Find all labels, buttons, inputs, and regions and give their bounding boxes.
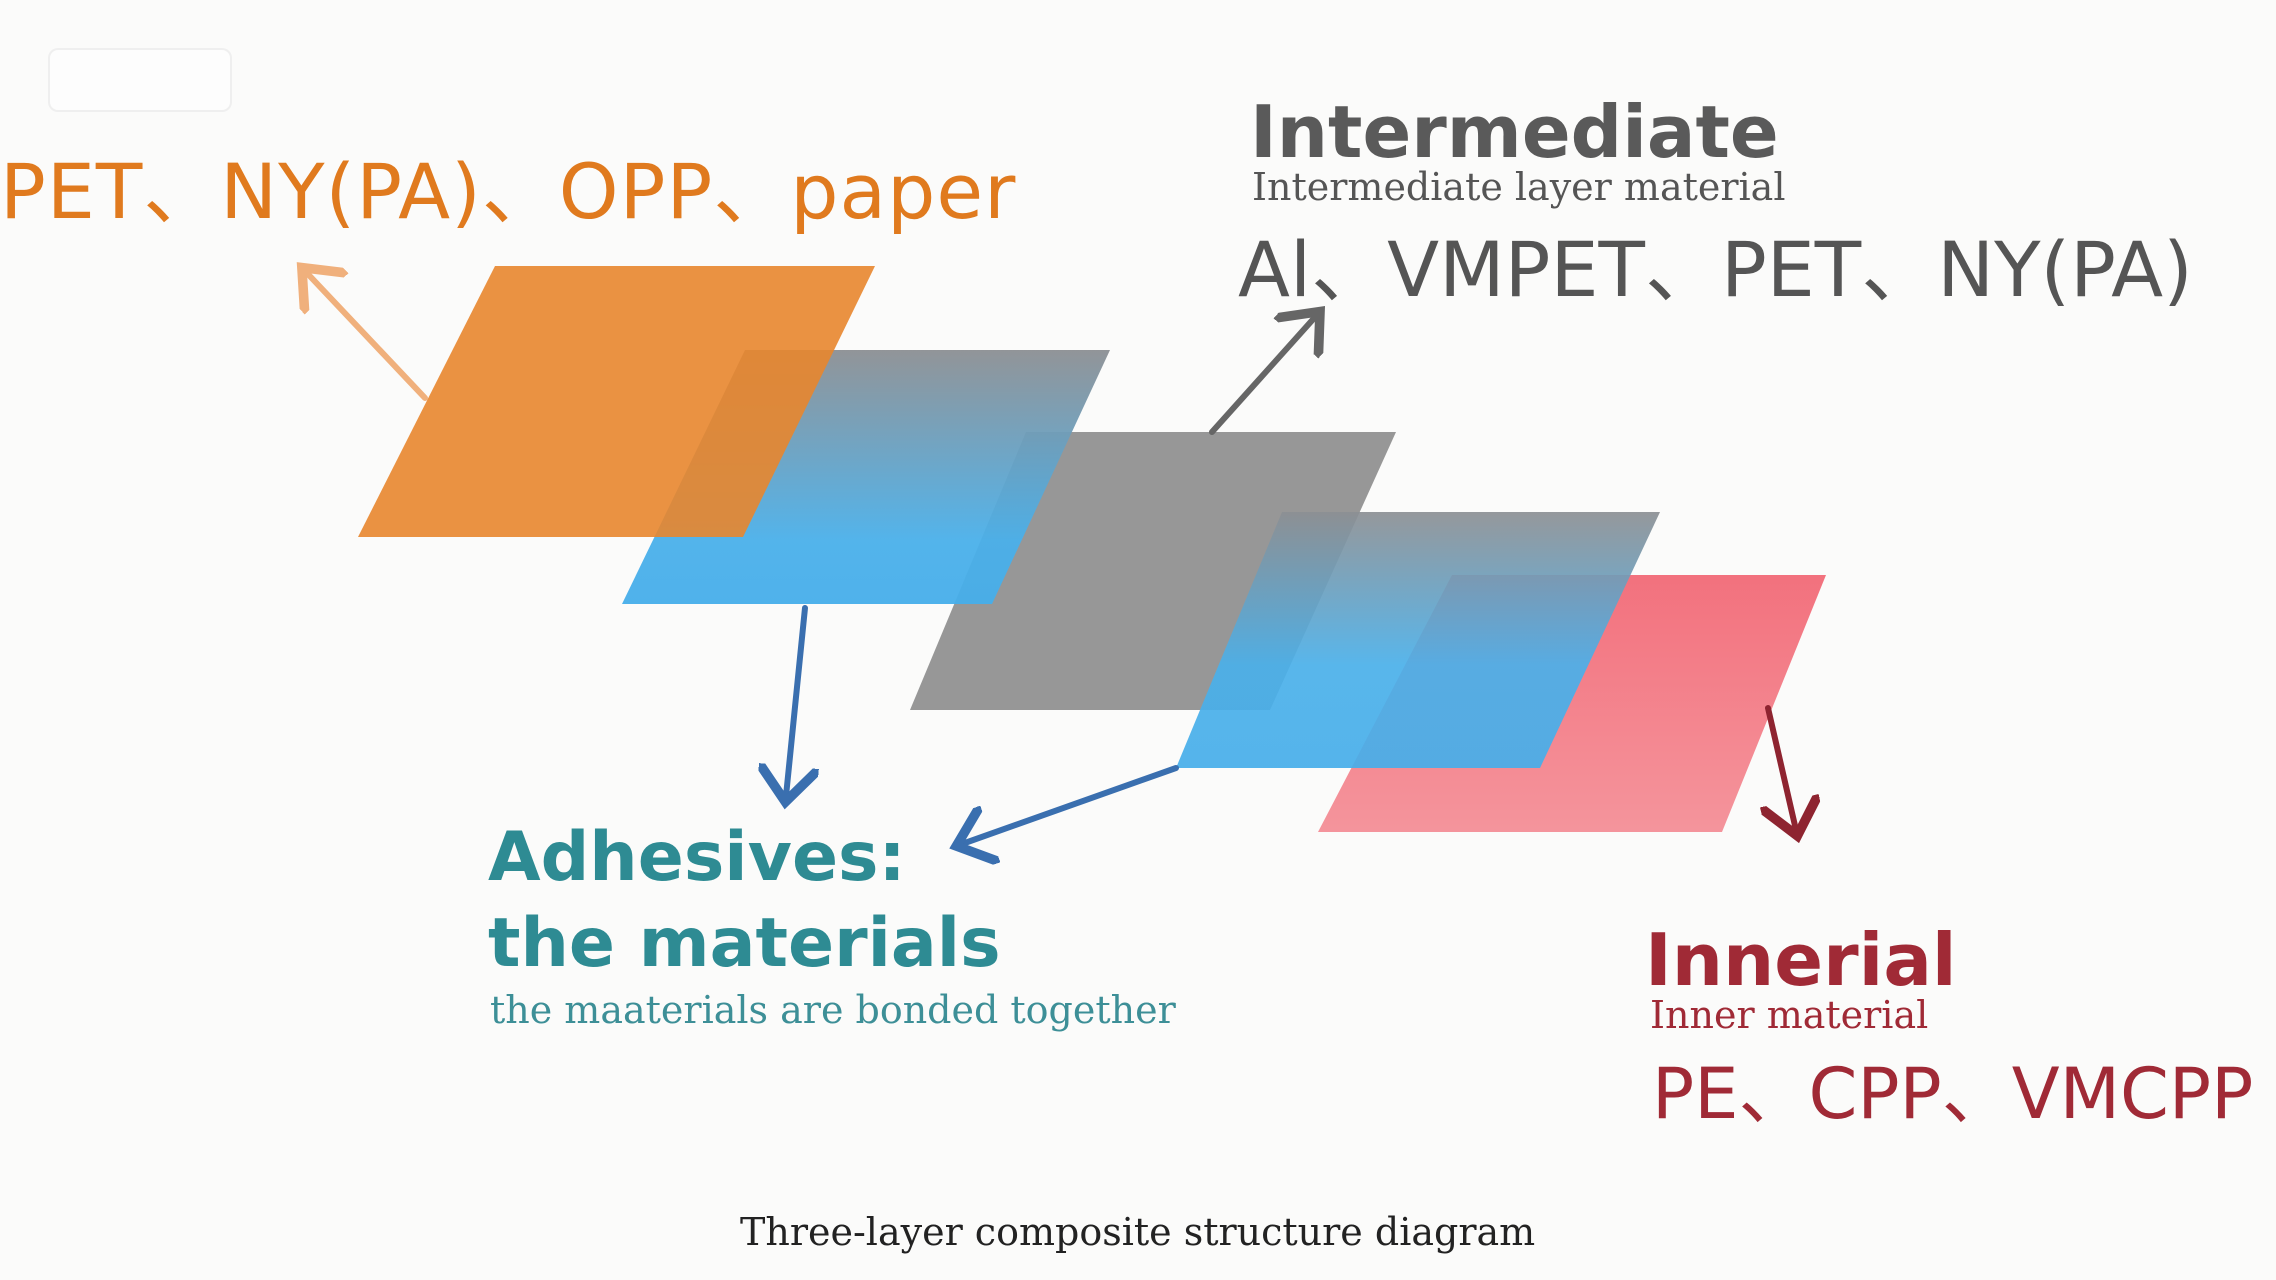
intermediate-subtitle: Intermediate layer material xyxy=(1252,165,1786,209)
adhesive-title-line2: the materials xyxy=(488,904,1001,983)
adhesive-arrow-2 xyxy=(962,765,1179,844)
inner-subtitle: Inner material xyxy=(1650,993,1929,1037)
inner-title: Innerial xyxy=(1645,918,1957,1002)
adhesive-arrow-1 xyxy=(786,605,805,796)
outer-arrow xyxy=(306,272,428,401)
watermark-badge xyxy=(48,48,232,112)
adhesive-title: Adhesives: the materials xyxy=(488,815,1001,987)
outer-materials-label: PET、NY(PA)、OPP、paper xyxy=(0,147,1017,236)
adhesive-layer-sheet-2 xyxy=(1176,512,1660,768)
intermediate-arrow xyxy=(1209,316,1316,435)
diagram-caption: Three-layer composite structure diagram xyxy=(740,1210,1536,1254)
intermediate-title: Intermediate xyxy=(1250,90,1779,174)
inner-arrow xyxy=(1768,705,1796,830)
adhesive-title-line1: Adhesives: xyxy=(488,818,906,897)
inner-materials-label: PE、CPP、VMCPP xyxy=(1652,1053,2254,1135)
adhesive-subtitle: the maaterials are bonded together xyxy=(490,988,1176,1032)
outer-layer-sheet xyxy=(358,266,875,537)
intermediate-materials-label: Al、VMPET、PET、NY(PA) xyxy=(1238,225,2193,314)
